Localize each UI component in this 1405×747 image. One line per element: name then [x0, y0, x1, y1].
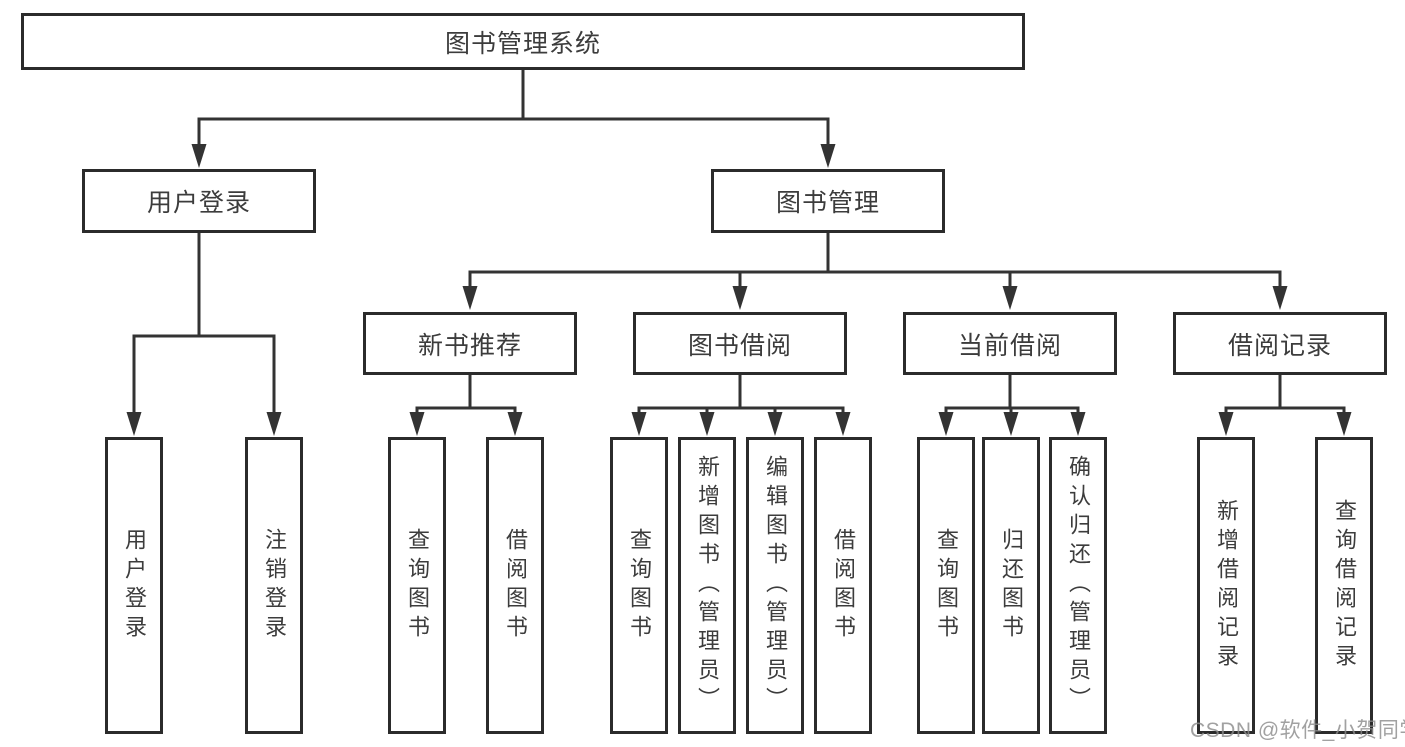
arrowhead-bb-edit — [767, 412, 783, 436]
node-new-book-recommend-label: 新书推荐 — [417, 331, 522, 360]
arrowhead-to-new-book — [462, 286, 478, 310]
connector-book-management-sections — [468, 233, 1282, 288]
arrowhead-bb-add — [699, 412, 715, 436]
node-user-login: 用户登录 — [82, 169, 316, 233]
arrowhead-bb-borrow — [835, 412, 851, 436]
leaf-logout-label: 注销登录 — [262, 527, 287, 644]
leaf-bb-borrow-books-label: 借阅图书 — [831, 527, 856, 644]
node-book-borrow: 图书借阅 — [633, 312, 847, 375]
node-new-book-recommend: 新书推荐 — [363, 312, 577, 375]
arrowhead-cb-confirm — [1070, 412, 1086, 436]
leaf-cb-confirm-return-admin: 确认归还（管理员） — [1049, 437, 1107, 734]
leaf-br-query-record-label: 查询借阅记录 — [1332, 498, 1357, 673]
node-book-management: 图书管理 — [711, 169, 945, 233]
node-book-borrow-label: 图书借阅 — [687, 331, 792, 360]
leaf-cb-query-books-label: 查询图书 — [934, 527, 959, 644]
leaf-logout: 注销登录 — [245, 437, 303, 734]
leaf-cb-query-books: 查询图书 — [917, 437, 975, 734]
connector-borrow-children — [637, 375, 845, 413]
arrowhead-nb-query — [409, 412, 425, 436]
leaf-nb-borrow-books-label: 借阅图书 — [503, 527, 528, 644]
connector-records-children — [1224, 375, 1346, 413]
arrowhead-nb-borrow — [507, 412, 523, 436]
leaf-bb-edit-books-admin: 编辑图书（管理员） — [746, 437, 804, 734]
leaf-bb-edit-books-admin-label: 编辑图书（管理员） — [763, 455, 788, 716]
node-root-label: 图书管理系统 — [444, 29, 601, 58]
arrowhead-to-login — [126, 412, 142, 436]
connector-new-book-children — [415, 375, 517, 413]
leaf-bb-query-books: 查询图书 — [610, 437, 668, 734]
csdn-watermark: CSDN @软件_小贺同学 — [1190, 719, 1405, 742]
arrowhead-br-add — [1218, 412, 1234, 436]
node-borrow-records: 借阅记录 — [1173, 312, 1387, 375]
leaf-nb-query-books: 查询图书 — [388, 437, 446, 734]
arrowhead-cb-query — [938, 412, 954, 436]
leaf-cb-confirm-return-admin-label: 确认归还（管理员） — [1066, 455, 1091, 716]
leaf-cb-return-books: 归还图书 — [982, 437, 1040, 734]
arrowhead-bb-query — [631, 412, 647, 436]
leaf-br-add-record: 新增借阅记录 — [1197, 437, 1255, 734]
connector-user-login-children — [132, 233, 276, 413]
arrowhead-to-records — [1272, 286, 1288, 310]
node-book-management-label: 图书管理 — [775, 189, 880, 217]
leaf-user-login-label: 用户登录 — [122, 527, 147, 644]
arrowhead-to-user-login — [191, 144, 207, 168]
leaf-nb-borrow-books: 借阅图书 — [486, 437, 544, 734]
arrowhead-cb-return — [1003, 412, 1019, 436]
connector-current-children — [944, 375, 1080, 413]
leaf-bb-add-books-admin: 新增图书（管理员） — [678, 437, 736, 734]
connector-root-to-level2 — [197, 69, 830, 146]
leaf-bb-borrow-books: 借阅图书 — [814, 437, 872, 734]
node-user-login-label: 用户登录 — [146, 189, 251, 217]
arrowhead-to-current — [1002, 286, 1018, 310]
arrowhead-to-borrow — [732, 286, 748, 310]
leaf-br-add-record-label: 新增借阅记录 — [1214, 498, 1239, 673]
leaf-nb-query-books-label: 查询图书 — [405, 527, 430, 644]
leaf-cb-return-books-label: 归还图书 — [999, 527, 1024, 644]
leaf-bb-query-books-label: 查询图书 — [627, 527, 652, 644]
node-current-borrow: 当前借阅 — [903, 312, 1117, 375]
node-current-borrow-label: 当前借阅 — [957, 331, 1062, 360]
node-root: 图书管理系统 — [21, 13, 1025, 70]
leaf-br-query-record: 查询借阅记录 — [1315, 437, 1373, 734]
arrowhead-br-query — [1336, 412, 1352, 436]
arrowhead-to-logout — [266, 412, 282, 436]
node-borrow-records-label: 借阅记录 — [1227, 331, 1332, 360]
arrowhead-to-book-management — [820, 144, 836, 168]
leaf-user-login: 用户登录 — [105, 437, 163, 734]
leaf-bb-add-books-admin-label: 新增图书（管理员） — [695, 455, 720, 716]
